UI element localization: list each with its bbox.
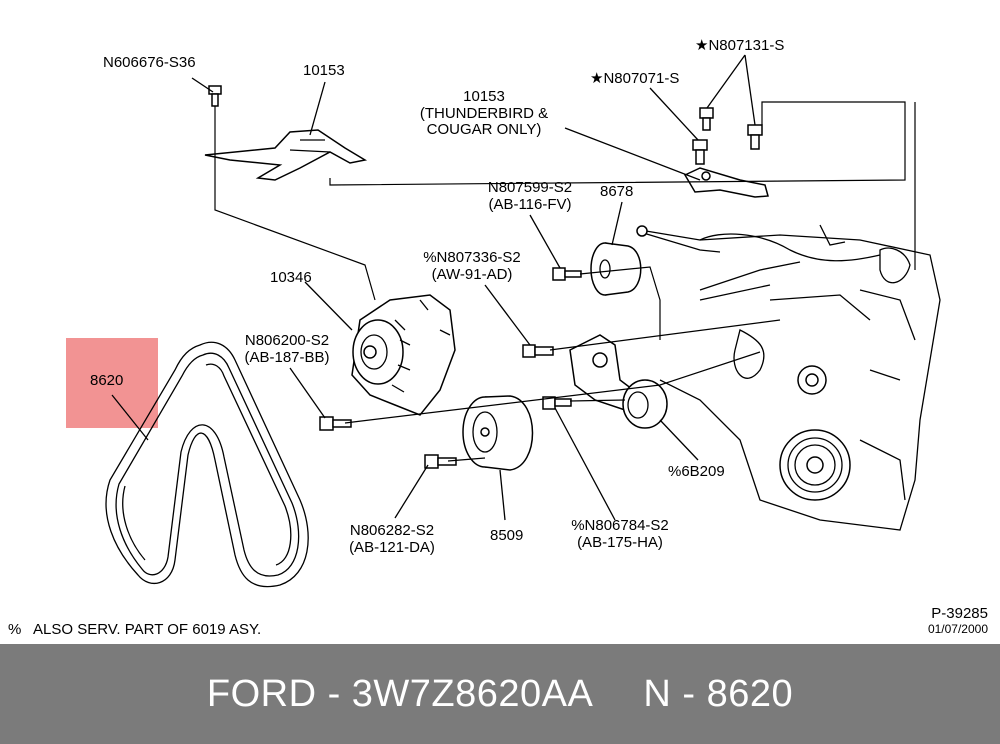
label-10153-thunderbird-1: 10153 <box>463 88 505 105</box>
bracket-10153[interactable] <box>204 129 368 181</box>
label-n807599-1: N807599-S2 <box>488 179 572 196</box>
label-n606676: N606676-S36 <box>103 54 196 71</box>
label-8620: 8620 <box>90 372 123 389</box>
label-n807336-1: %N807336-S2 <box>423 249 521 266</box>
label-n807131: ★N807131-S <box>695 37 784 54</box>
label-10346: 10346 <box>270 269 312 286</box>
bolt-n807131-a[interactable] <box>699 107 714 131</box>
reference-date: 01/07/2000 <box>928 622 988 636</box>
bolt-n806282[interactable] <box>424 454 457 469</box>
label-10153-thunderbird-3: COUGAR ONLY) <box>427 121 542 138</box>
bolt-n807336[interactable] <box>522 344 554 358</box>
bolt-n807599[interactable] <box>552 267 582 281</box>
engine-block <box>636 224 941 531</box>
label-n806282-1: N806282-S2 <box>350 522 434 539</box>
leader-lines <box>111 54 756 521</box>
alternator-10346[interactable] <box>351 294 456 416</box>
reference-code: P-39285 <box>931 605 988 622</box>
label-10153-thunderbird-2: (THUNDERBIRD & <box>420 105 548 122</box>
pulley-8509[interactable] <box>462 395 534 471</box>
bolt-n806200[interactable] <box>319 416 352 431</box>
label-10153: 10153 <box>303 62 345 79</box>
label-6b209: %6B209 <box>668 463 725 480</box>
assembly-guide-lines <box>214 101 916 462</box>
reference-part-number: N - 8620 <box>643 672 794 715</box>
bolt-n807131-b[interactable] <box>747 124 763 150</box>
bolt-n806784[interactable] <box>542 396 572 410</box>
pulley-8678[interactable] <box>590 242 642 296</box>
part-8620-highlight <box>66 338 158 428</box>
bracket-10153-thunderbird[interactable] <box>683 167 769 198</box>
label-8509: 8509 <box>490 527 523 544</box>
label-n806784-2: (AB-175-HA) <box>577 534 663 551</box>
label-n807071: ★N807071-S <box>590 70 679 87</box>
label-n807599-2: (AB-116-FV) <box>488 196 571 213</box>
label-n806282-2: (AB-121-DA) <box>349 539 435 556</box>
belt-drive-exploded-diagram: N606676-S36 10153 10153 (THUNDERBIRD & C… <box>8 37 988 638</box>
label-n806200-2: (AB-187-BB) <box>244 349 329 366</box>
drive-belt-8620[interactable] <box>105 341 309 588</box>
tensioner-6b209[interactable] <box>569 334 668 429</box>
label-n806200-1: N806200-S2 <box>245 332 329 349</box>
bolt-n807071[interactable] <box>692 139 708 165</box>
label-n807336-2: (AW-91-AD) <box>432 266 513 283</box>
part-number-banner: FORD - 3W7Z8620AA N - 8620 <box>0 644 1000 744</box>
bolt-n606676[interactable] <box>208 85 222 107</box>
label-n806784-1: %N806784-S2 <box>571 517 669 534</box>
label-8678: 8678 <box>600 183 633 200</box>
brand-part-number: FORD - 3W7Z8620AA <box>206 672 594 715</box>
footnote: % ALSO SERV. PART OF 6019 ASY. <box>8 621 261 638</box>
